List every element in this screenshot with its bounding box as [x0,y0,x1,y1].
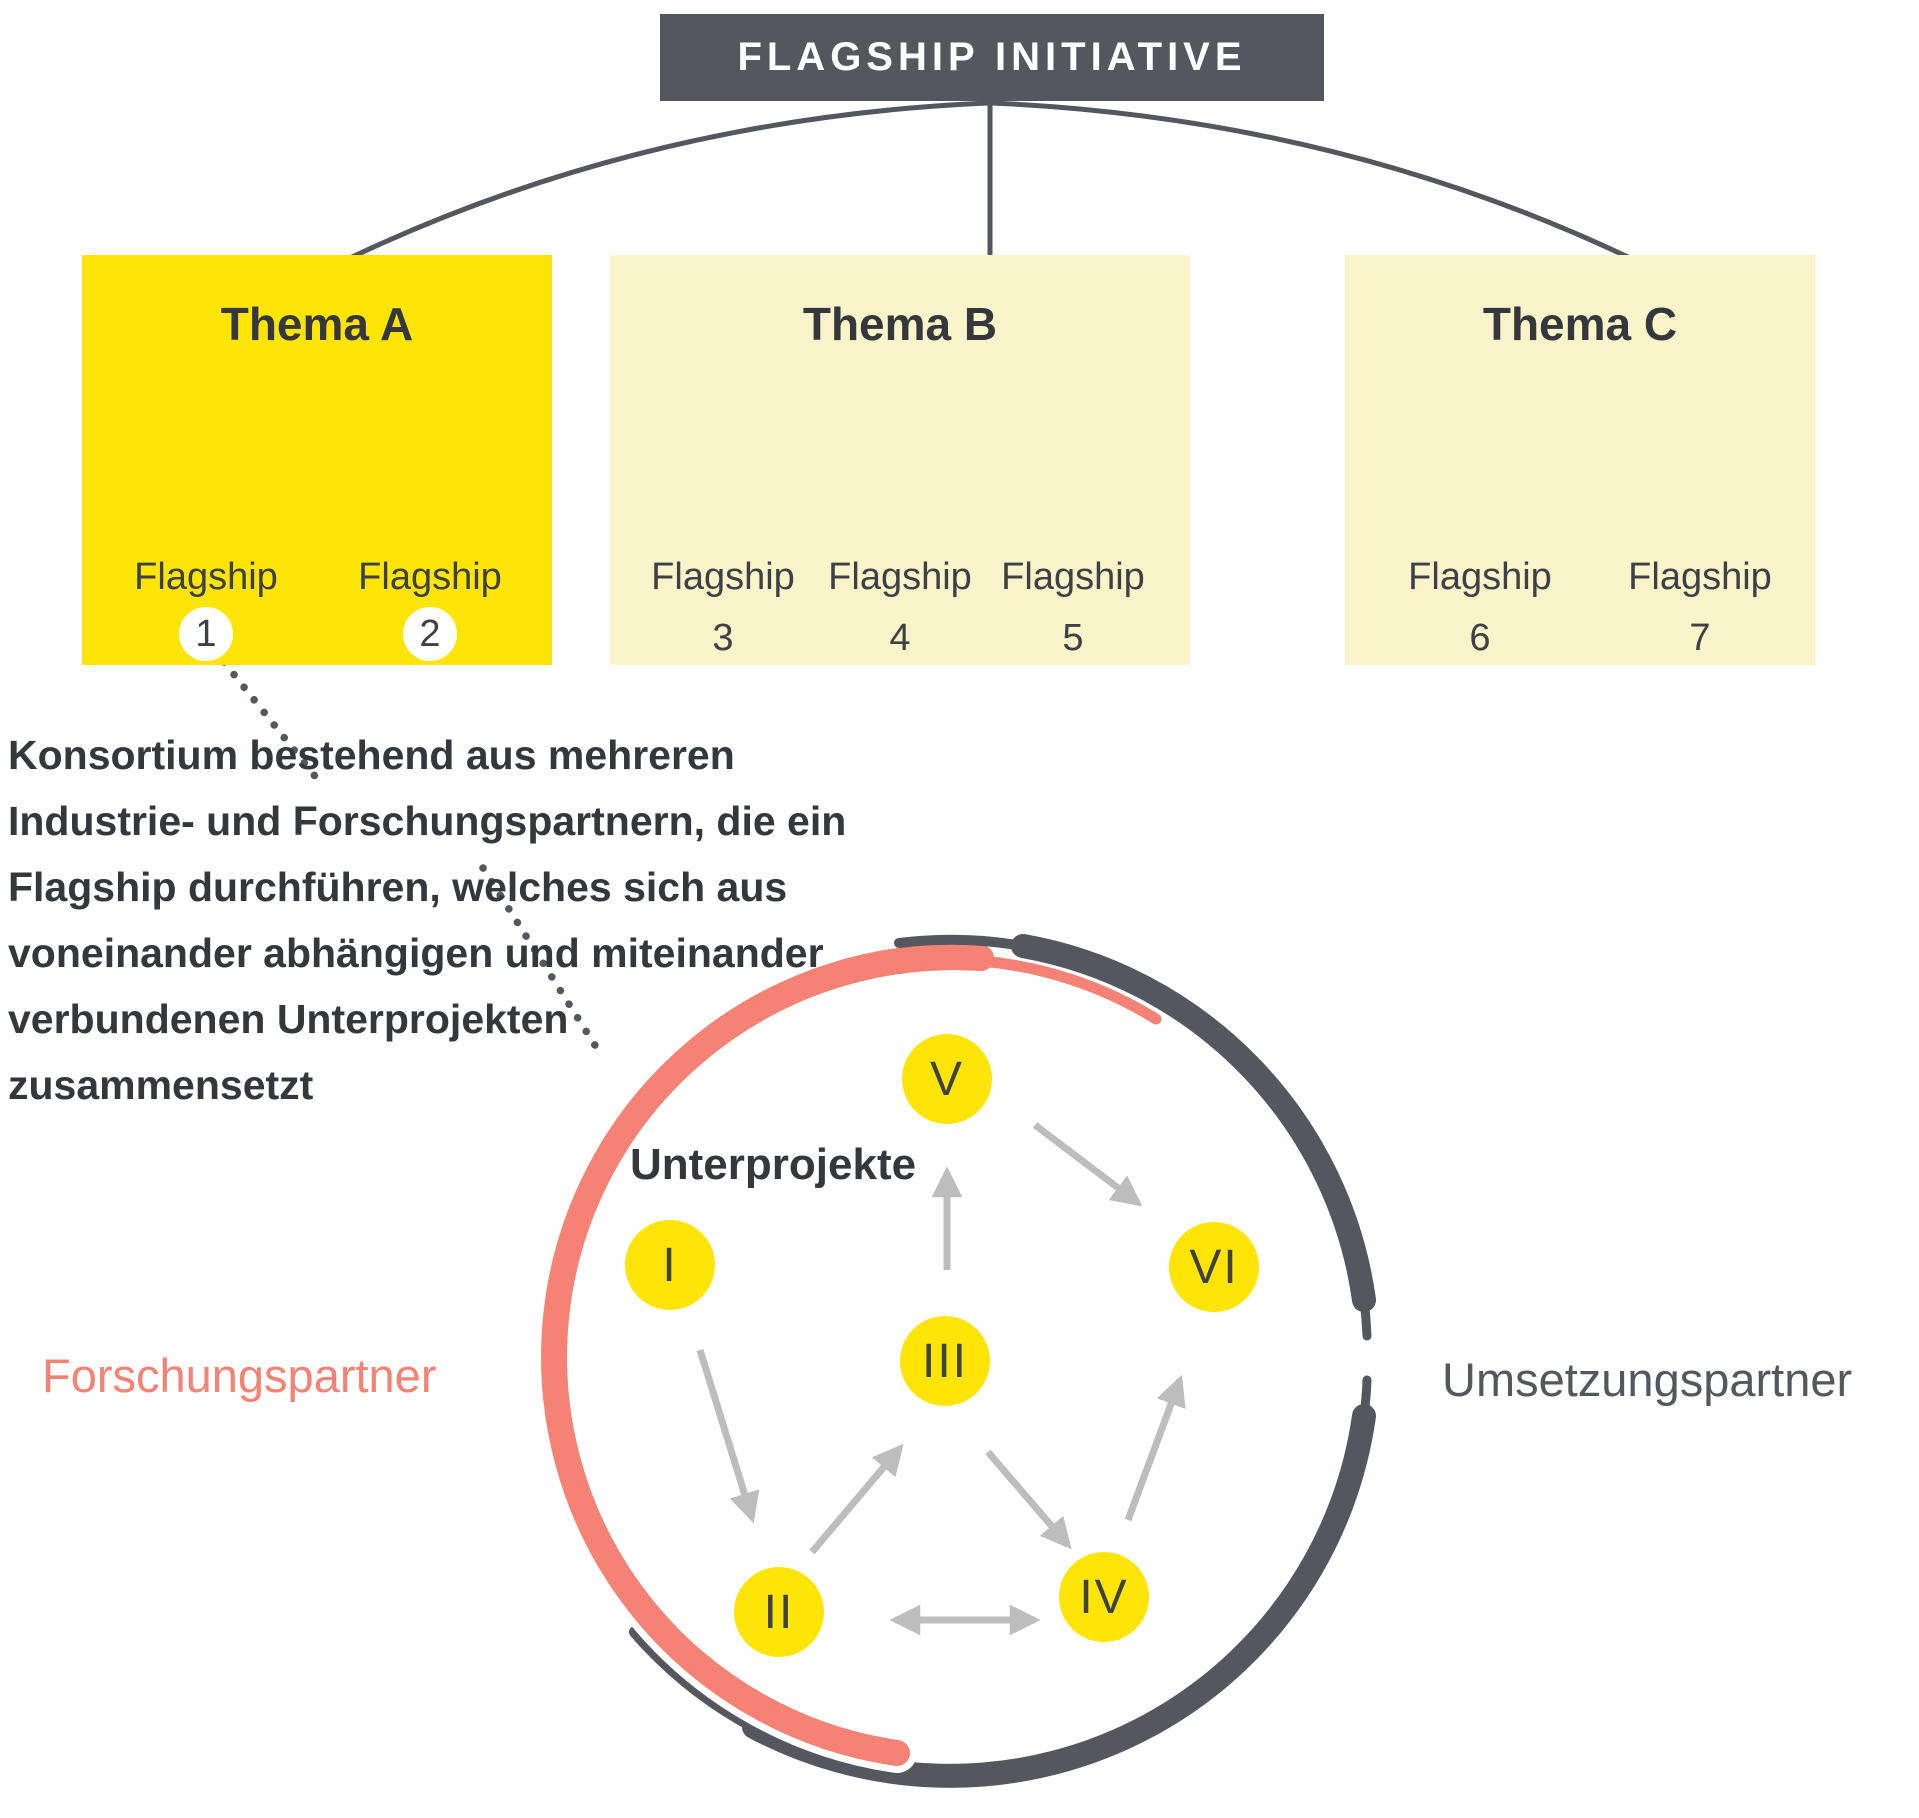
consortium-annotation: Konsortium bestehend aus mehreren Indust… [8,722,847,1118]
annotation-line-6: zusammensetzt [8,1062,314,1108]
subproject-node-IV: IV [1059,1552,1149,1642]
annotation-line-4: voneinander abhängigen und miteinander [8,930,824,976]
research-arc-tip [975,955,1162,1025]
subproject-node-III: III [900,1316,990,1406]
dotted-leader-annotation [479,864,602,1054]
connector-header-themeC [991,100,1632,261]
arrow-II-to-III [809,1443,904,1555]
subproject-node-VI: VI [1169,1222,1259,1312]
flagship-4-number: 4 [889,617,911,659]
flagship-5-number: 5 [1062,617,1084,659]
arrow-III-to-IV [985,1449,1072,1550]
theme-box-c: Thema C [1345,255,1815,665]
flagship-4: Flagship 4 [820,556,980,660]
arrow-V-to-VI [1032,1122,1143,1207]
flagship-7: Flagship 7 [1620,556,1780,660]
flagship-6-number: 6 [1469,617,1491,659]
flagship-3-number: 3 [712,617,734,659]
implementation-partner-label: Umsetzungspartner [1442,1353,1853,1406]
flagship-2-number-circle: 2 [403,607,457,661]
flagship-1-label: Flagship [134,556,278,598]
research-arc [541,944,994,1766]
arrow-I-to-II [696,1348,760,1524]
annotation-line-2: Industrie- und Forschungspartnern, die e… [8,798,847,844]
flagship-2-label: Flagship [358,556,502,598]
dotted-leader-flagship1 [220,658,322,784]
research-partner-label: Forschungspartner [42,1349,437,1402]
flagship-3: Flagship 3 [643,556,803,660]
theme-a-title: Thema A [220,298,414,350]
flagship-6: Flagship 6 [1400,556,1560,660]
header-flagship-initiative: FLAGSHIP INITIATIVE [660,14,1324,101]
connector-header-themeA [348,100,989,261]
implementation-arc-bottom-tip [1359,1375,1372,1421]
implementation-arc-tail [629,1626,760,1733]
subproject-node-II: II [734,1567,824,1657]
theme-box-a: Thema A [82,255,552,665]
flagship-5: Flagship 5 [993,556,1153,660]
subprojects-label: Unterprojekte [630,1140,917,1189]
subproject-node-I: I [625,1220,715,1310]
flagship-4-label: Flagship [828,556,972,598]
implementation-arc-top-tip [1359,1295,1372,1341]
header-title: FLAGSHIP INITIATIVE [737,35,1247,79]
annotation-line-3: Flagship durchführen, welches sich aus [8,864,788,910]
flagship-1: Flagship 1 [126,556,286,661]
flagship-6-label: Flagship [1408,556,1552,598]
theme-c-title: Thema C [1482,298,1678,350]
flagship-1-number-circle: 1 [179,607,233,661]
theme-b-title: Thema B [802,298,998,350]
flagship-5-label: Flagship [1001,556,1145,598]
annotation-line-5: verbundenen Unterprojekten [8,996,569,1042]
theme-box-b: Thema B [610,255,1190,665]
implementation-arc-top [1011,934,1376,1312]
flagship-7-number: 7 [1689,617,1711,659]
flagship-3-label: Flagship [651,556,795,598]
arrow-IV-to-VI [1124,1374,1186,1522]
subproject-node-V: V [902,1034,992,1124]
flagship-2: Flagship 2 [350,556,510,661]
flagship-7-label: Flagship [1628,556,1772,598]
annotation-line-1: Konsortium bestehend aus mehreren [8,732,735,778]
